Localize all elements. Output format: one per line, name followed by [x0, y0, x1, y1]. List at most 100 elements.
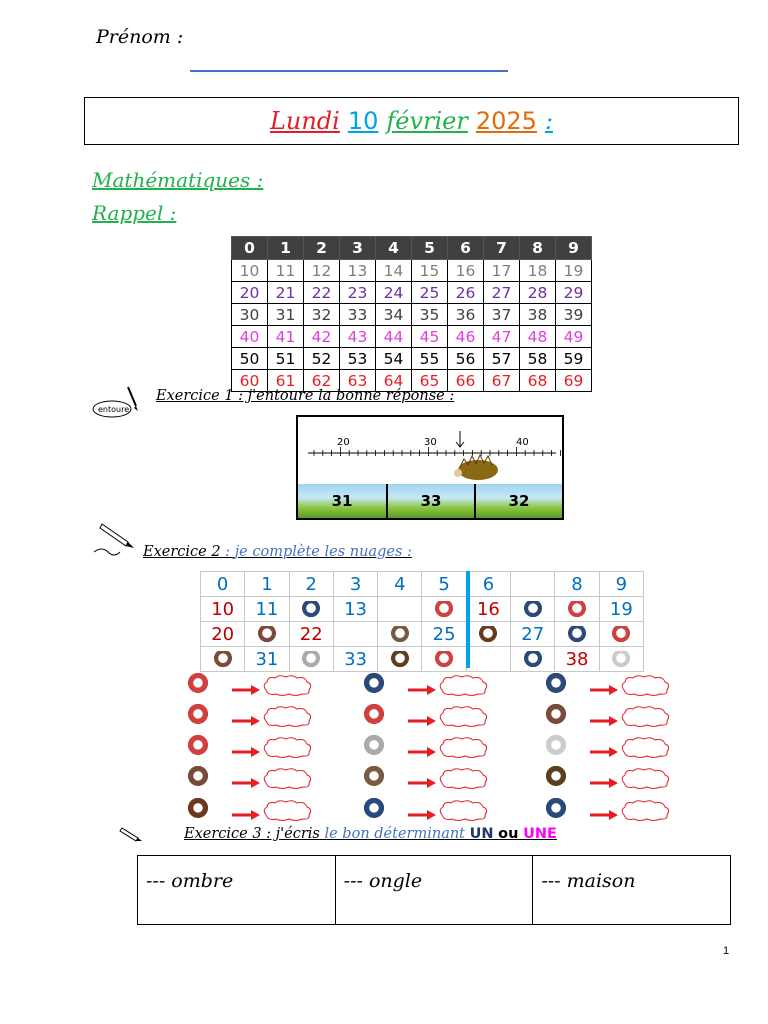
grid-cell: 64 — [375, 369, 412, 392]
grid-cell: 40 — [231, 325, 268, 348]
cloud-grid-cell — [421, 596, 467, 622]
sticker-icon — [362, 735, 386, 757]
cloud-grid-cell: 38 — [554, 646, 600, 672]
cloud-grid-cell: 20 — [199, 621, 246, 647]
cloud-grid-cell — [199, 646, 246, 672]
number-line: 20 30 40 — [308, 431, 561, 480]
determinant-table: --- ombre --- ongle --- maison — [137, 855, 731, 925]
answer-tile-33[interactable]: 33 — [386, 484, 474, 518]
grid-cell: 49 — [555, 325, 592, 348]
cloud-grid-cell — [465, 621, 512, 647]
cloud-grid-cell — [598, 621, 645, 647]
grid-cell: 66 — [447, 369, 484, 392]
grid-cell: 34 — [375, 303, 412, 326]
sticker-icon — [567, 600, 588, 619]
answer-cloud[interactable] — [618, 798, 672, 822]
sticker-icon — [186, 673, 210, 695]
answer-cloud[interactable] — [436, 766, 490, 790]
answer-cloud[interactable] — [618, 704, 672, 728]
answer-tile-32[interactable]: 32 — [474, 484, 562, 518]
red-arrow-icon — [590, 711, 618, 726]
grid-cell: 58 — [519, 347, 556, 370]
grid-cell: 43 — [339, 325, 376, 348]
word-cell-ombre[interactable]: --- ombre — [137, 855, 336, 925]
answer-cloud[interactable] — [436, 798, 490, 822]
grid-cell: 19 — [555, 259, 592, 282]
sticker-icon — [544, 766, 568, 788]
grid-cell: 28 — [519, 281, 556, 304]
answer-cloud[interactable] — [618, 673, 672, 697]
cloud-grid-cell: 2 — [288, 571, 334, 597]
grid-cell: 24 — [375, 281, 412, 304]
grid-header-cell: 8 — [519, 236, 556, 260]
grid-cell: 25 — [411, 281, 448, 304]
word-ongle: --- ongle — [343, 870, 423, 892]
grid-cell: 68 — [519, 369, 556, 392]
grid-cell: 22 — [303, 281, 340, 304]
cloud-grid-cell — [288, 596, 334, 622]
exercise2-instruction: je complète les nuages : — [234, 544, 412, 560]
red-arrow-icon — [232, 742, 260, 757]
red-arrow-icon — [590, 773, 618, 788]
grid-cell: 39 — [555, 303, 592, 326]
answer-cloud[interactable] — [260, 766, 314, 790]
grid-cell: 46 — [447, 325, 484, 348]
exercise2-label: Exercice 2 — [143, 544, 221, 560]
sticker-icon — [212, 650, 233, 669]
answer-32: 32 — [508, 492, 530, 510]
answer-cloud[interactable] — [436, 735, 490, 759]
sticker-icon — [544, 704, 568, 726]
grid-cell: 13 — [339, 259, 376, 282]
red-arrow-icon — [408, 742, 436, 757]
cloud-grid-cell: 1 — [244, 571, 290, 597]
cloud-grid-cell — [510, 596, 556, 622]
answer-cloud[interactable] — [260, 735, 314, 759]
answer-tile-31[interactable]: 31 — [298, 484, 386, 518]
grid-header-cell: 2 — [303, 236, 340, 260]
grid-header-cell: 0 — [231, 236, 268, 260]
grid-cell: 38 — [519, 303, 556, 326]
cloud-grid-cell: 19 — [598, 596, 645, 622]
cloud-grid-cell: 16 — [465, 596, 512, 622]
prenom-line[interactable] — [190, 70, 508, 72]
sticker-icon — [434, 650, 455, 669]
cloud-grid-cell — [377, 646, 423, 672]
section-rappel: Rappel : — [92, 201, 177, 225]
grid-cell: 32 — [303, 303, 340, 326]
cloud-grid-cell — [244, 621, 290, 647]
answer-cloud[interactable] — [618, 735, 672, 759]
exercise3-title: Exercice 3 : j'écris le bon déterminant … — [184, 826, 557, 842]
red-arrow-icon — [590, 805, 618, 820]
grid-cell: 31 — [267, 303, 304, 326]
grid-cell: 57 — [483, 347, 520, 370]
sticker-icon — [389, 625, 410, 644]
answer-cloud[interactable] — [260, 798, 314, 822]
red-arrow-icon — [232, 680, 260, 695]
red-arrow-icon — [408, 805, 436, 820]
cloud-grid-cell: 0 — [199, 571, 246, 597]
answer-cloud[interactable] — [618, 766, 672, 790]
answer-cloud[interactable] — [436, 673, 490, 697]
word-cell-maison[interactable]: --- maison — [532, 855, 731, 925]
sticker-icon — [186, 735, 210, 757]
grid-cell: 27 — [483, 281, 520, 304]
sticker-icon — [434, 600, 455, 619]
answer-cloud[interactable] — [436, 704, 490, 728]
grid-cell: 15 — [411, 259, 448, 282]
word-cell-ongle[interactable]: --- ongle — [334, 855, 534, 925]
grid-cell: 47 — [483, 325, 520, 348]
pencil-icon — [119, 827, 142, 842]
grid-cell: 41 — [267, 325, 304, 348]
pencil-writing-icon — [93, 523, 134, 556]
ruler-label-20: 20 — [337, 437, 350, 448]
answer-cloud[interactable] — [260, 673, 314, 697]
answer-cloud[interactable] — [260, 704, 314, 728]
grid-header-cell: 6 — [447, 236, 484, 260]
sticker-icon — [389, 650, 410, 669]
grid-cell: 23 — [339, 281, 376, 304]
